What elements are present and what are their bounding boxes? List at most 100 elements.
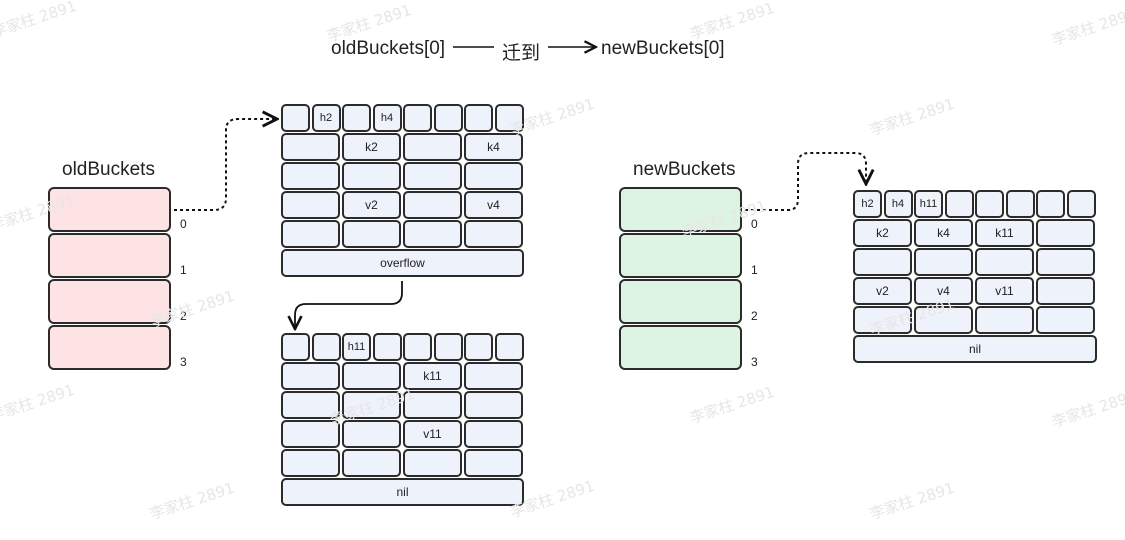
tophash-cell — [464, 104, 493, 132]
bmap-footer: nil — [853, 335, 1097, 363]
old-bucket-slot — [48, 325, 171, 370]
old-bucket-pointer-arrow — [174, 119, 277, 211]
value-cell — [464, 449, 523, 477]
old-bucket-index: 0 — [180, 217, 187, 231]
header-target: newBuckets[0] — [601, 38, 725, 59]
key-cell: k11 — [403, 362, 462, 390]
value-cell — [342, 449, 401, 477]
new-bucket-index: 2 — [751, 309, 758, 323]
tophash-cell: h2 — [311, 104, 341, 132]
value-cell — [1036, 277, 1095, 305]
new-bucket-slot — [619, 279, 742, 324]
tophash-cell — [1005, 190, 1035, 218]
old-bucket-slot — [48, 279, 171, 324]
tophash-cell — [311, 333, 341, 361]
value-cell — [975, 306, 1034, 334]
key-cell: k2 — [342, 133, 401, 161]
tophash-cell — [342, 104, 371, 132]
new-bucket-slot — [619, 233, 742, 278]
new-bucket-pointer-arrow — [745, 152, 866, 211]
tophash-cell: h11 — [914, 190, 943, 218]
new-buckets-label: newBuckets — [633, 159, 736, 180]
tophash-cell — [464, 333, 493, 361]
value-cell — [281, 220, 340, 248]
old-bucket-index: 2 — [180, 309, 187, 323]
tophash-cell — [494, 333, 524, 361]
header-migrate-label: 迁到 — [502, 43, 541, 64]
tophash-cell — [433, 333, 463, 361]
tophash-cell — [1036, 190, 1065, 218]
value-cell: v4 — [464, 191, 523, 219]
tophash-cell — [494, 104, 524, 132]
header-source: oldBuckets[0] — [331, 38, 446, 59]
value-cell — [464, 220, 523, 248]
bmap-footer: overflow — [281, 249, 524, 277]
overflow-pointer-arrow — [295, 281, 403, 329]
tophash-cell — [433, 104, 463, 132]
key-cell — [975, 248, 1034, 276]
old-bucket-slot — [48, 187, 171, 232]
bmap-footer: nil — [281, 478, 524, 506]
tophash-cell — [281, 333, 310, 361]
value-cell — [342, 420, 401, 448]
tophash-cell — [403, 333, 432, 361]
key-cell — [464, 162, 523, 190]
value-cell — [403, 191, 462, 219]
key-cell: k11 — [975, 219, 1034, 247]
value-cell — [281, 191, 340, 219]
key-cell — [281, 362, 340, 390]
key-cell — [403, 133, 462, 161]
key-cell — [1036, 248, 1095, 276]
new-bucket-index: 1 — [751, 263, 758, 277]
tophash-cell — [372, 333, 402, 361]
new-bucket-index: 0 — [751, 217, 758, 231]
key-cell — [342, 162, 401, 190]
new-bucket-index: 3 — [751, 355, 758, 369]
key-cell: k2 — [853, 219, 912, 247]
value-cell — [403, 449, 462, 477]
old-bucket-slot — [48, 233, 171, 278]
key-cell — [403, 162, 462, 190]
value-cell: v11 — [975, 277, 1034, 305]
key-cell — [281, 162, 340, 190]
key-cell — [464, 391, 523, 419]
key-cell — [464, 362, 523, 390]
value-cell — [464, 420, 523, 448]
key-cell — [914, 248, 973, 276]
tophash-cell — [403, 104, 432, 132]
value-cell: v2 — [342, 191, 401, 219]
value-cell: v2 — [853, 277, 912, 305]
value-cell — [281, 449, 340, 477]
key-cell — [1036, 219, 1095, 247]
tophash-cell: h4 — [883, 190, 913, 218]
old-bucket-index: 3 — [180, 355, 187, 369]
tophash-cell — [975, 190, 1004, 218]
key-cell — [403, 391, 462, 419]
key-cell: k4 — [914, 219, 973, 247]
value-cell — [914, 306, 973, 334]
key-cell — [281, 133, 340, 161]
value-cell — [853, 306, 912, 334]
new-bucket-slot — [619, 325, 742, 370]
value-cell — [1036, 306, 1095, 334]
tophash-cell — [944, 190, 974, 218]
tophash-cell: h11 — [342, 333, 371, 361]
value-cell: v11 — [403, 420, 462, 448]
value-cell — [403, 220, 462, 248]
tophash-cell: h2 — [853, 190, 882, 218]
key-cell: k4 — [464, 133, 523, 161]
key-cell — [342, 391, 401, 419]
tophash-cell — [281, 104, 310, 132]
key-cell — [342, 362, 401, 390]
new-bucket-slot — [619, 187, 742, 232]
value-cell — [342, 220, 401, 248]
tophash-cell — [1066, 190, 1096, 218]
value-cell: v4 — [914, 277, 973, 305]
old-bucket-index: 1 — [180, 263, 187, 277]
value-cell — [281, 420, 340, 448]
key-cell — [853, 248, 912, 276]
key-cell — [281, 391, 340, 419]
tophash-cell: h4 — [372, 104, 402, 132]
